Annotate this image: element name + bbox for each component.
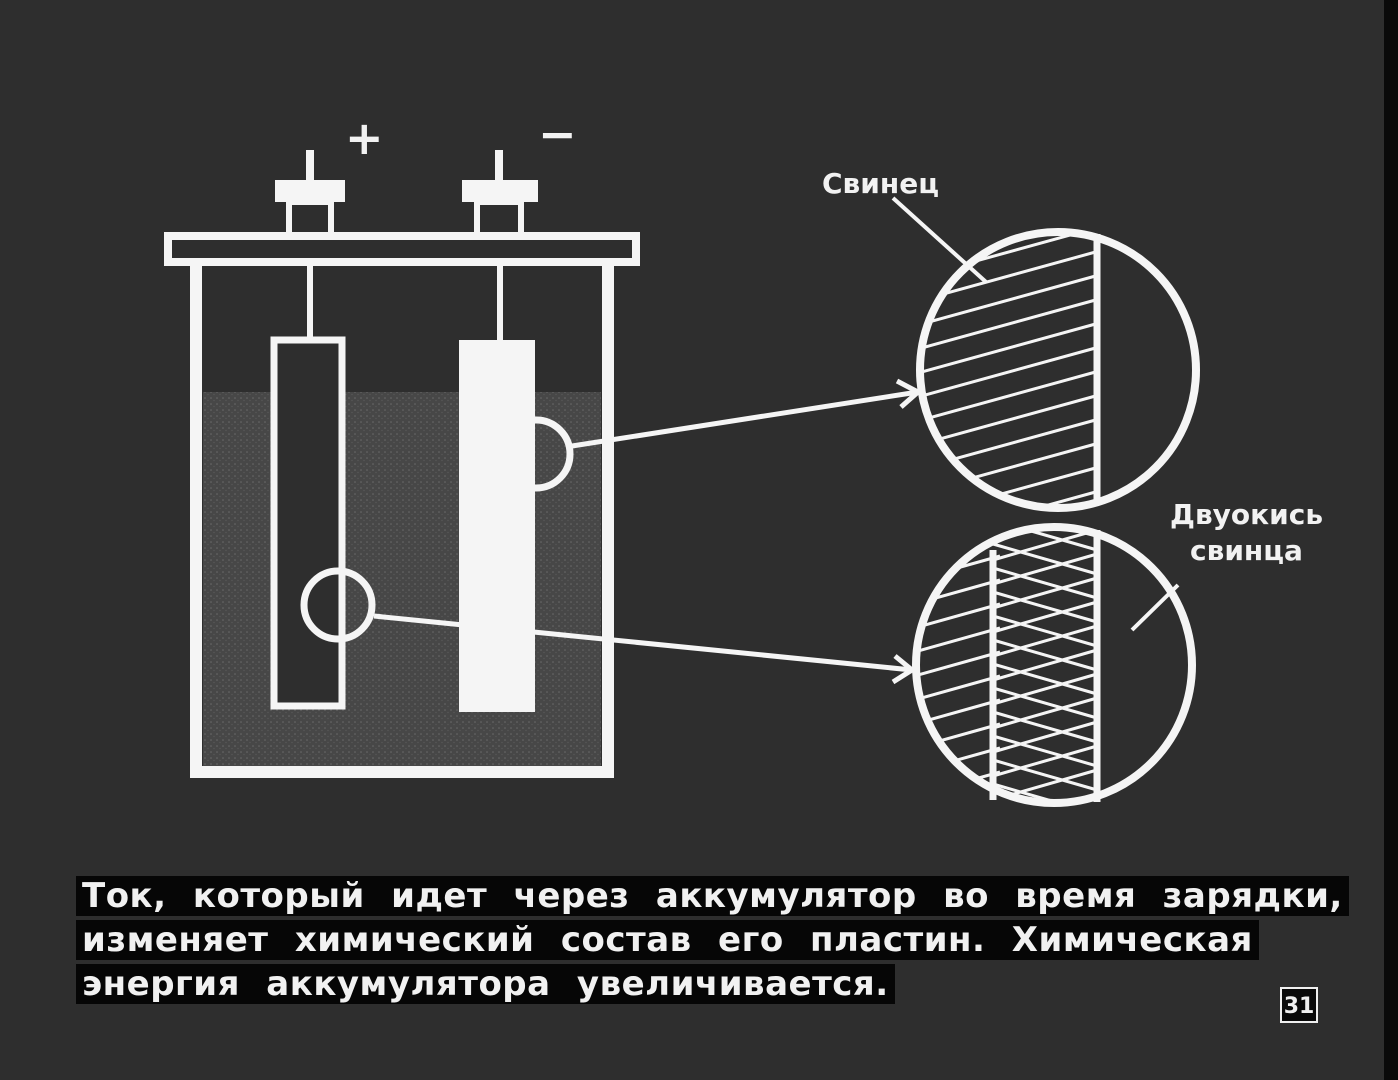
lead-dioxide-plate [459, 340, 535, 712]
caption-line-2: изменяет химический состав его пластин. … [76, 918, 1326, 962]
plus-sign: + [345, 111, 384, 165]
minus-sign: − [538, 107, 577, 161]
label-lead-dioxide-line2: свинца [1190, 534, 1303, 567]
positive-terminal [275, 150, 345, 340]
leader-lead-dioxide [1130, 583, 1180, 632]
negative-terminal [462, 150, 538, 342]
arrow-bottom [373, 613, 917, 685]
caption-line-3: энергия аккумулятора увеличивается. [76, 962, 1326, 1006]
frame-edge [1384, 0, 1398, 1080]
label-lead: Свинец [822, 167, 939, 200]
zoom-marker-bottom [300, 567, 376, 643]
caption-line-1: Ток, который идет через аккумулятор во в… [76, 874, 1349, 918]
frame-number: 31 [1280, 987, 1318, 1023]
lead-plate [270, 336, 346, 710]
arrow-top [571, 378, 923, 449]
jar-lid [164, 232, 640, 266]
label-lead-dioxide-line1: Двуокись [1170, 498, 1323, 531]
zoom-marker-top [498, 416, 574, 492]
jar [190, 262, 614, 778]
caption: Ток, который идет через аккумулятор во в… [76, 874, 1349, 1006]
electrolyte [203, 392, 601, 766]
leader-lead [891, 196, 988, 284]
